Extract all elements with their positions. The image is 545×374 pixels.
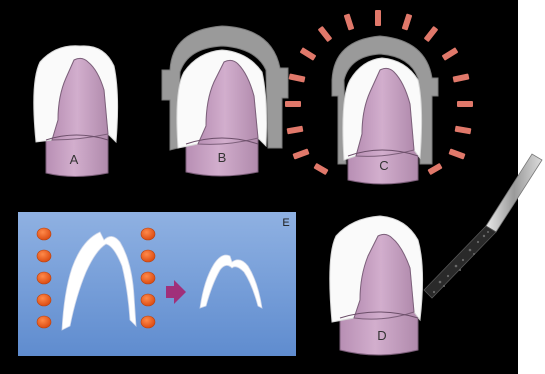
label-d: D <box>377 328 386 343</box>
label-c: C <box>379 158 388 173</box>
panel-a-tooth: A <box>34 46 118 177</box>
label-b: B <box>218 150 227 165</box>
label-e: E <box>282 217 289 229</box>
panel-e-box: E <box>18 212 296 356</box>
label-a: A <box>70 152 79 167</box>
